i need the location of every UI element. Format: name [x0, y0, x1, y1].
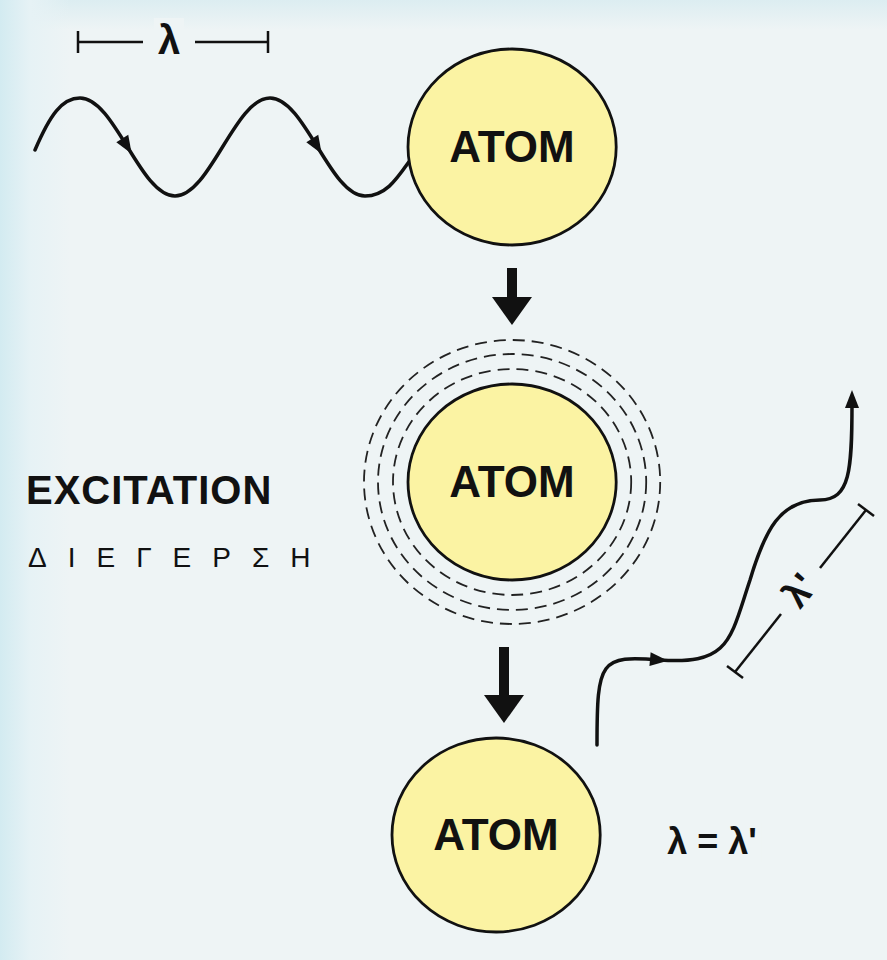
atom-circle: ATOM [361, 337, 663, 627]
wavelength-bracket [78, 41, 143, 44]
process-label: EXCITATION [26, 468, 272, 512]
wave-arrowhead [306, 135, 327, 158]
wavelength-bracket [267, 31, 270, 53]
equation-label: λ = λ' [663, 822, 761, 862]
atom-label: ATOM [449, 458, 574, 506]
atom-shape [408, 49, 616, 245]
flow-arrow [507, 268, 517, 297]
wavelength-bracket [77, 31, 80, 53]
atom-shape [392, 738, 600, 932]
text-holder: ATOM [405, 46, 619, 248]
excitation-ring [364, 340, 660, 624]
wave-arrowhead [649, 652, 668, 668]
incoming-wave [35, 98, 427, 196]
excitation-ring [393, 369, 631, 595]
atom-shape [408, 384, 616, 580]
wavelength-label: λ [154, 18, 184, 62]
emitted-wave [597, 404, 852, 745]
wavelength-bracket [195, 41, 268, 44]
wavelength-bracket [858, 504, 874, 516]
atom-label: ATOM [449, 123, 574, 171]
excitation-ring [378, 354, 646, 610]
wave-arrowhead [845, 390, 859, 408]
atom-circle: ATOM [405, 46, 619, 248]
text-holder: ATOM [389, 735, 603, 935]
flow-arrow [499, 647, 509, 695]
process-label-greek: ΔΙΕΓΕΡΣΗ [28, 543, 331, 574]
atom-label: ATOM [433, 811, 558, 859]
wavelength-bracket [820, 510, 866, 568]
wavelength-bracket [735, 614, 781, 672]
wavelength-bracket [727, 666, 743, 678]
wavelength-label: λ' [772, 563, 829, 619]
wave-arrowhead [116, 135, 137, 158]
text-holder: ATOM [361, 337, 663, 627]
atom-circle: ATOM [389, 735, 603, 935]
